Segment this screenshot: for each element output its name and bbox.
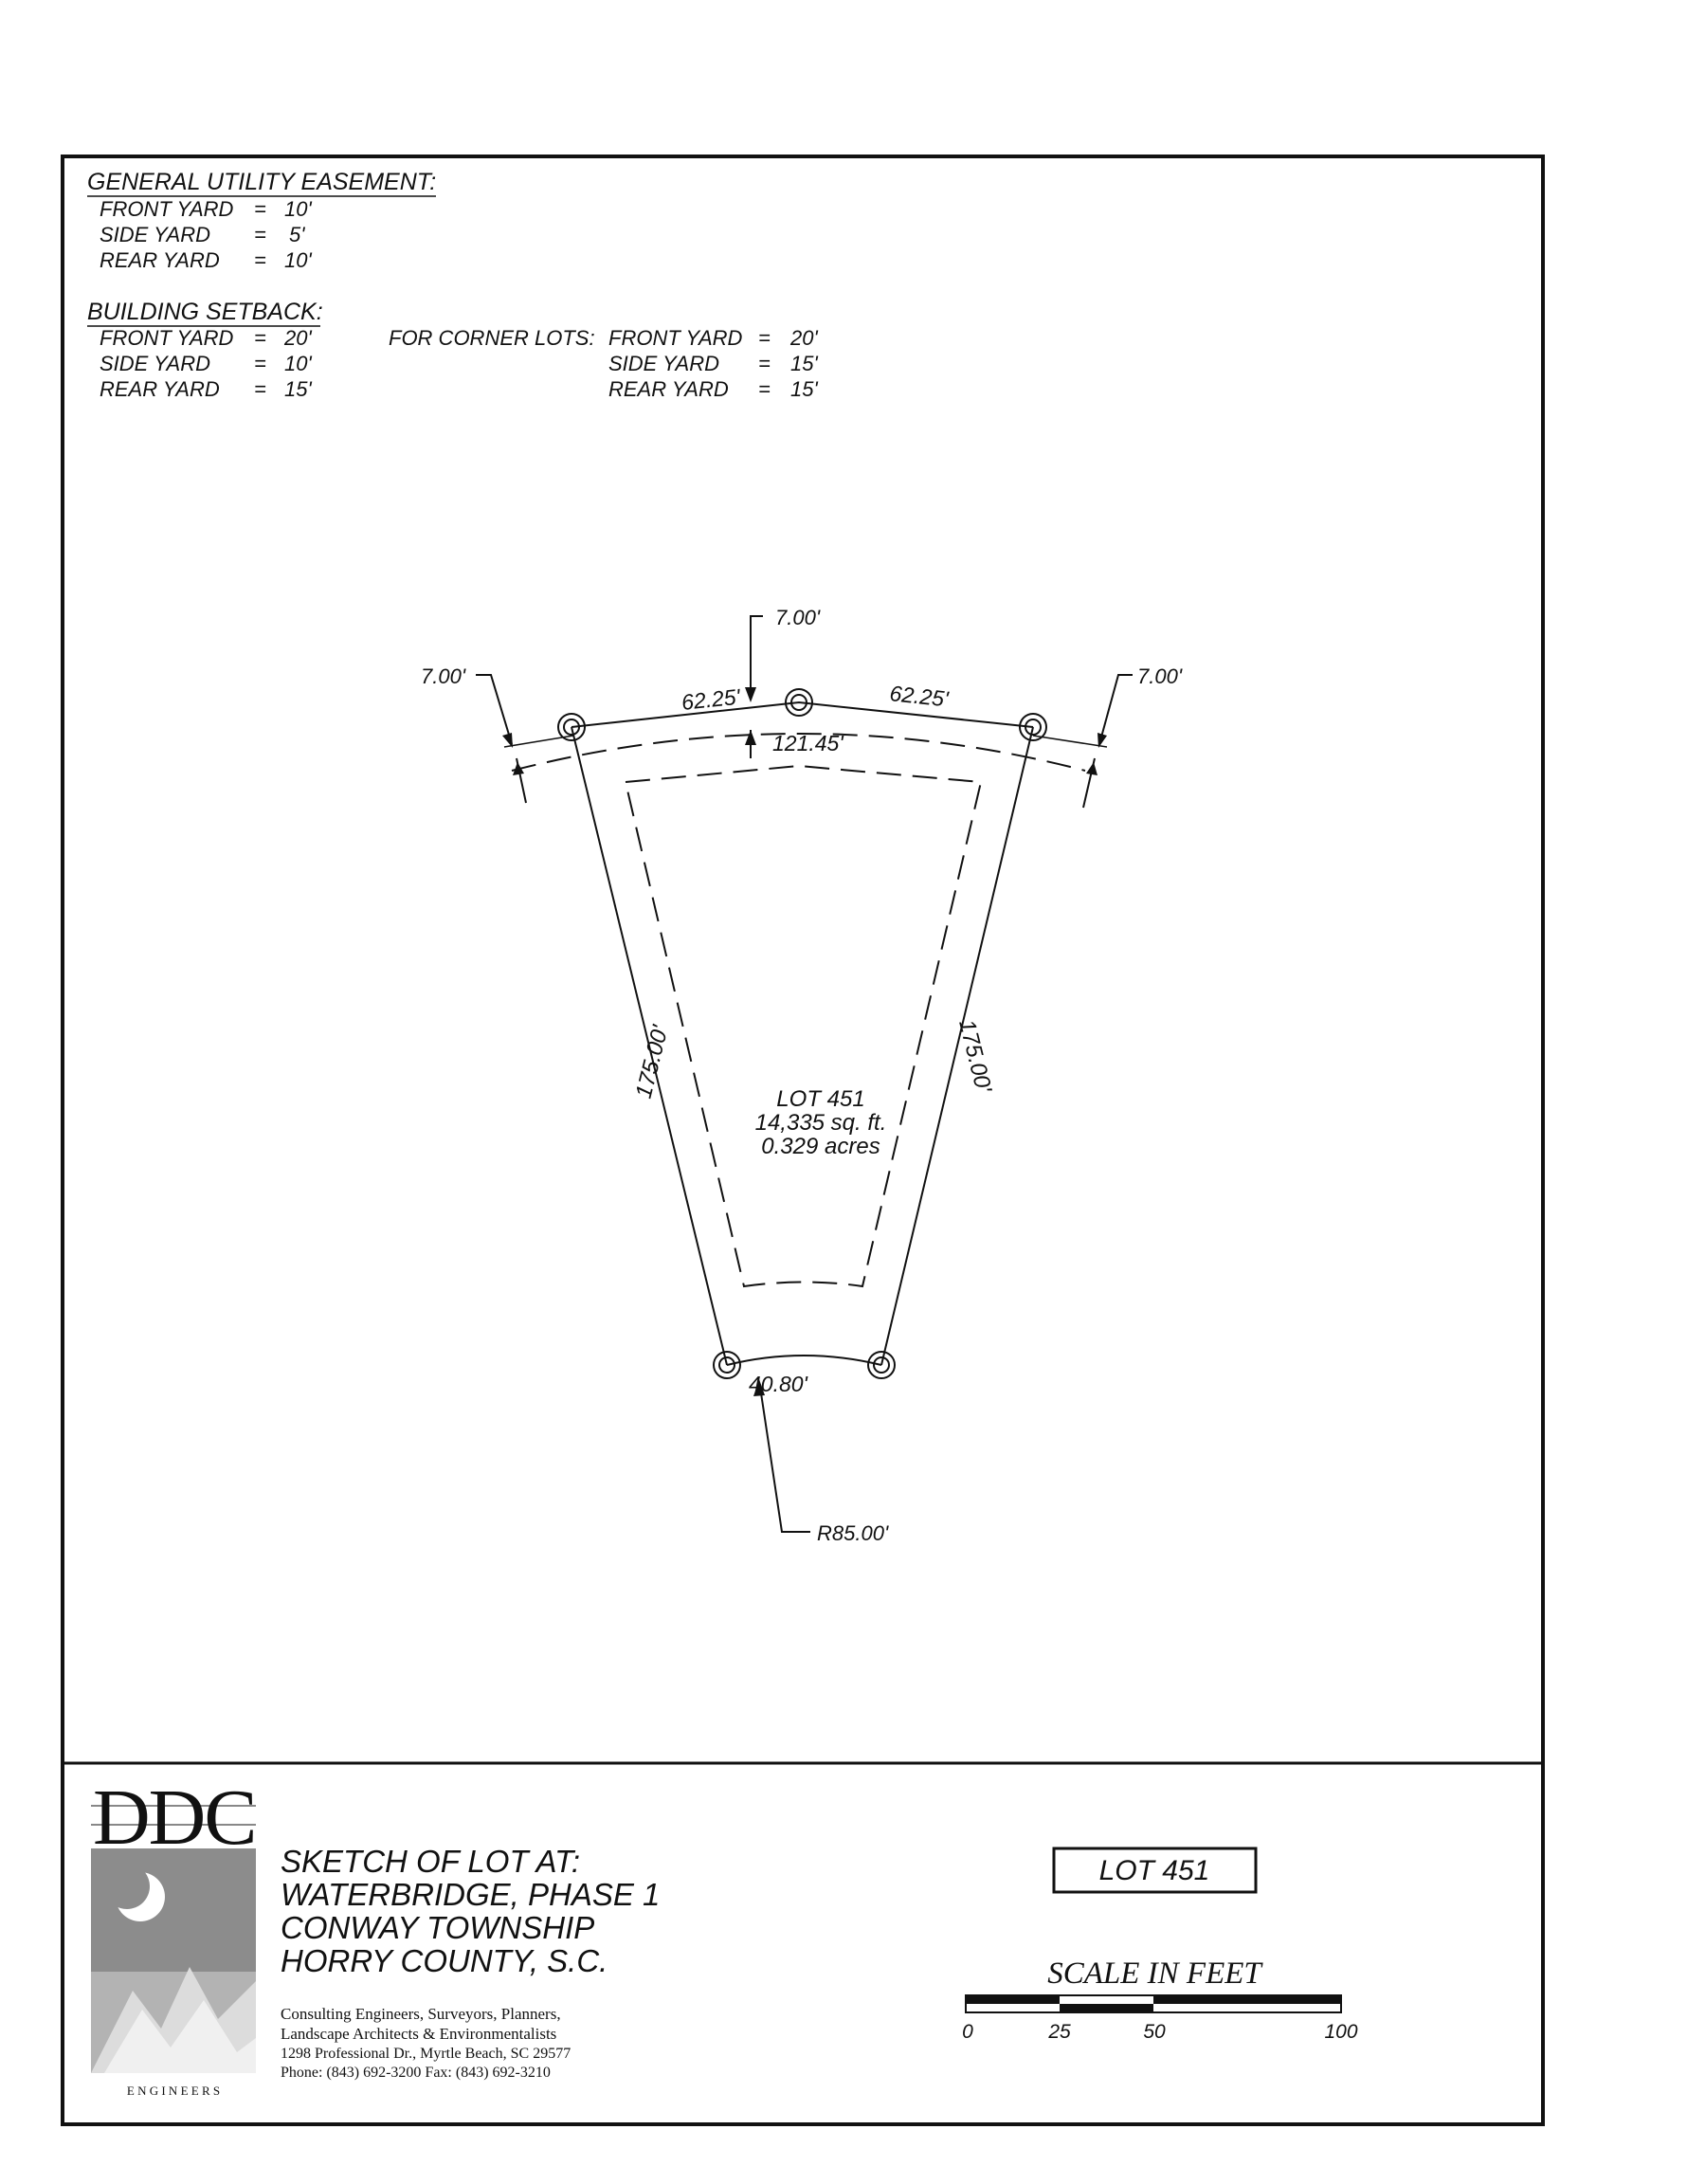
logo-text: DDC: [93, 1774, 255, 1862]
scale-title: SCALE IN FEET: [1047, 1956, 1263, 1991]
title-line-3: CONWAY TOWNSHIP: [281, 1910, 594, 1945]
easement-rear-label: REAR YARD: [100, 248, 220, 272]
right-offset-dimension: 7.00': [1032, 664, 1183, 809]
utility-easement-notes: GENERAL UTILITY EASEMENT: FRONT YARD = 1…: [87, 169, 436, 272]
front-easement-line: [511, 733, 1086, 772]
top-offset-dimension: 7.00': [745, 606, 821, 758]
scale-tick-50: 50: [1143, 2021, 1166, 2043]
scale-segment-0-25: [966, 1995, 1060, 2004]
corner-side-label: SIDE YARD: [608, 352, 719, 375]
easement-front-value: 10': [284, 197, 312, 221]
front-property-line: [571, 701, 1034, 728]
company-line-4: Phone: (843) 692-3200 Fax: (843) 692-321…: [281, 2065, 551, 2081]
iron-pin-front-left: [557, 713, 586, 741]
scale-segment-25-50: [1060, 2004, 1153, 2012]
building-setback-envelope: [624, 764, 983, 1288]
setback-front-label: FRONT YARD: [100, 326, 234, 350]
iron-pin-rear-left: [713, 1351, 741, 1379]
front-right-dimension: 62.25': [888, 681, 951, 712]
setback-side-eq: =: [254, 352, 266, 375]
setback-side-value: 10': [284, 352, 312, 375]
iron-pin-front-center: [785, 688, 813, 717]
corner-rear-label: REAR YARD: [608, 377, 729, 401]
scale-tick-25: 25: [1047, 2021, 1071, 2043]
scale-tick-0: 0: [962, 2021, 973, 2043]
rear-property-line: [726, 1355, 882, 1366]
easement-side-value: 5': [289, 223, 305, 246]
setback-side-label: SIDE YARD: [100, 352, 210, 375]
radius-label: R85.00': [817, 1521, 889, 1545]
setback-rear-eq: =: [254, 377, 266, 401]
logo-subtitle: E N G I N E E R S: [127, 2084, 220, 2098]
lot-number-box: LOT 451: [1052, 1847, 1258, 1894]
side-left-dimension: 175.00': [631, 1022, 674, 1101]
corner-rear-eq: =: [758, 377, 771, 401]
utility-easement-title: GENERAL UTILITY EASEMENT:: [87, 169, 436, 195]
setback-front-eq: =: [254, 326, 266, 350]
company-info: Consulting Engineers, Surveyors, Planner…: [281, 2005, 571, 2081]
easement-rear-value: 10': [284, 248, 312, 272]
project-title: SKETCH OF LOT AT: WATERBRIDGE, PHASE 1 C…: [281, 1844, 660, 1978]
right-property-line: [880, 726, 1034, 1366]
title-line-1: SKETCH OF LOT AT:: [281, 1844, 580, 1879]
side-right-dimension: 175.00': [953, 1017, 996, 1097]
company-logo: DDC E N G I N E E R S: [91, 1774, 257, 2098]
company-line-2: Landscape Architects & Environmentalists: [281, 2025, 556, 2043]
setback-front-dimension: 121.45': [772, 731, 844, 755]
radius-dimension: R85.00': [753, 1379, 889, 1545]
corner-front-eq: =: [758, 326, 771, 350]
lot-area-acres: 0.329 acres: [761, 1134, 880, 1159]
lot-plan: 7.00' 7.00' 7.00' 62.25' 62.25' 121.45' …: [421, 606, 1183, 1545]
easement-side-eq: =: [254, 223, 266, 246]
company-line-1: Consulting Engineers, Surveyors, Planner…: [281, 2005, 561, 2023]
left-offset-label: 7.00': [421, 664, 466, 688]
iron-pin-front-right: [1019, 713, 1047, 741]
setback-front-value: 20': [283, 326, 312, 350]
title-line-2: WATERBRIDGE, PHASE 1: [281, 1877, 660, 1912]
setback-title: BUILDING SETBACK:: [87, 299, 323, 325]
corner-lots-label: FOR CORNER LOTS:: [389, 326, 595, 350]
lot-box-label: LOT 451: [1099, 1855, 1210, 1886]
corner-front-value: 20': [789, 326, 818, 350]
setback-rear-value: 15': [284, 377, 312, 401]
left-offset-dimension: 7.00': [421, 664, 574, 804]
setback-rear-label: REAR YARD: [100, 377, 220, 401]
corner-side-value: 15': [790, 352, 818, 375]
company-line-3: 1298 Professional Dr., Myrtle Beach, SC …: [281, 2046, 571, 2062]
easement-rear-eq: =: [254, 248, 266, 272]
easement-side-label: SIDE YARD: [100, 223, 210, 246]
top-offset-label: 7.00': [775, 606, 821, 629]
scale-bar: SCALE IN FEET 0 25 50 100: [962, 1956, 1358, 2043]
easement-front-label: FRONT YARD: [100, 197, 234, 221]
title-line-4: HORRY COUNTY, S.C.: [281, 1943, 608, 1978]
corner-side-eq: =: [758, 352, 771, 375]
right-offset-label: 7.00': [1137, 664, 1183, 688]
corner-rear-value: 15': [790, 377, 818, 401]
building-setback-notes: BUILDING SETBACK: FRONT YARD = 20' SIDE …: [87, 299, 818, 401]
scale-segment-50-100: [1153, 1995, 1341, 2004]
sheet-border: [61, 155, 1545, 2126]
corner-front-label: FRONT YARD: [608, 326, 743, 350]
lot-label: LOT 451: [776, 1086, 864, 1112]
iron-pin-rear-right: [867, 1351, 896, 1379]
scale-tick-100: 100: [1324, 2021, 1357, 2043]
lot-area-sqft: 14,335 sq. ft.: [755, 1110, 887, 1136]
easement-front-eq: =: [254, 197, 266, 221]
left-property-line: [571, 726, 728, 1366]
